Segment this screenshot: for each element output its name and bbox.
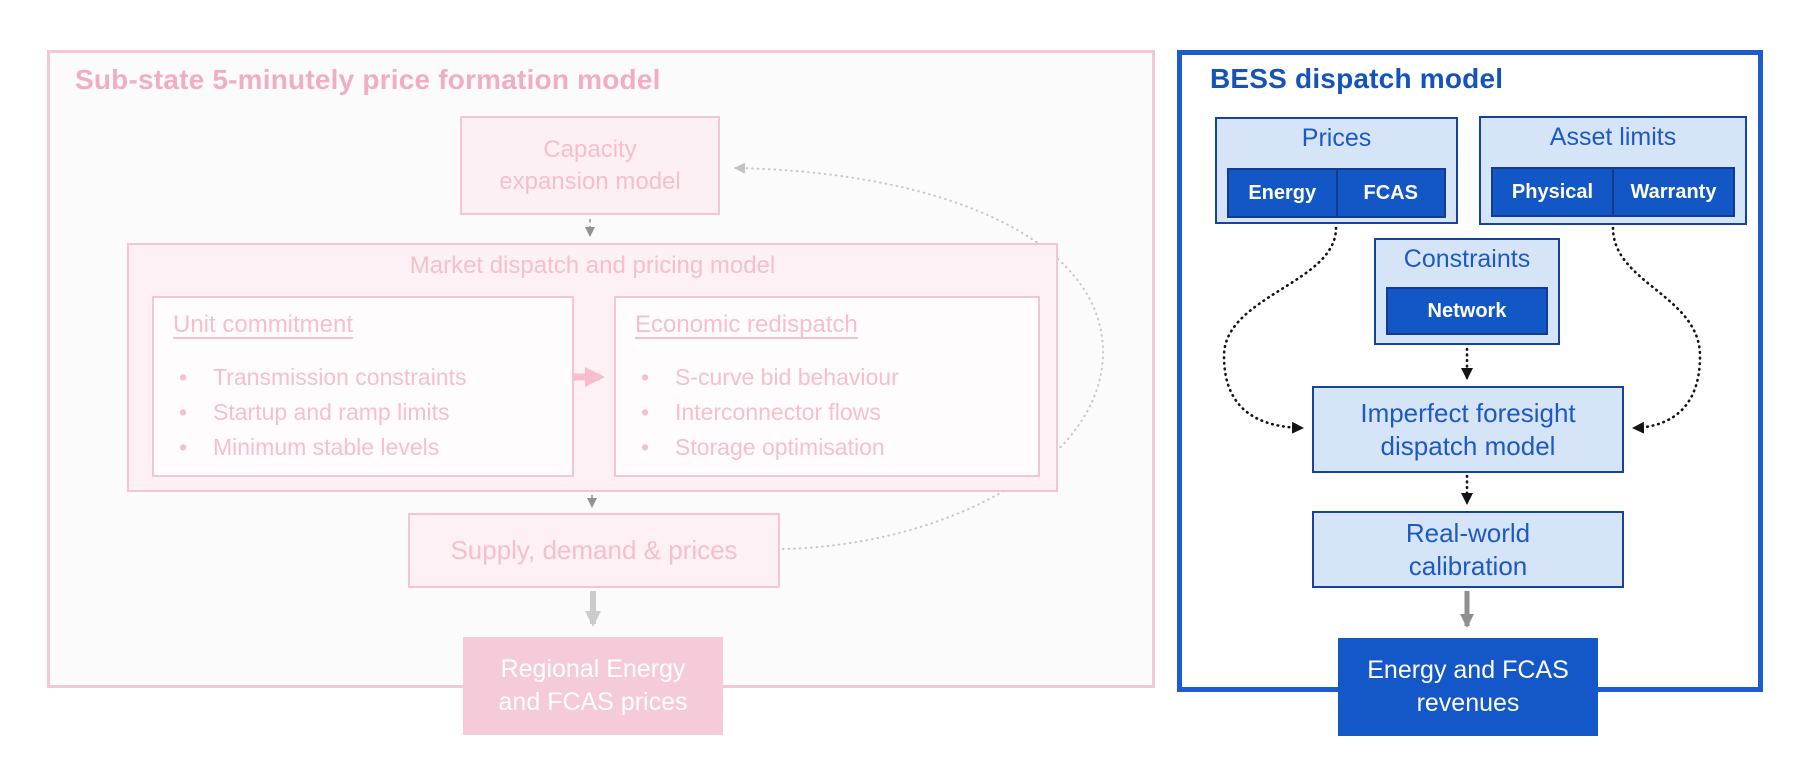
supply-demand-prices-label: Supply, demand & prices	[450, 535, 738, 565]
energy-fcas-revenues-label: revenues	[1416, 689, 1520, 717]
physical-chip: Physical	[1491, 167, 1614, 217]
unit-commitment-bullet: Minimum stable levels	[179, 430, 572, 465]
capacity-expansion-label: Capacity	[543, 135, 637, 163]
feedback-loop-path	[734, 162, 1105, 550]
bullet-icon	[641, 395, 675, 430]
regional-prices-label: Regional Energy	[500, 655, 686, 683]
energy-chip: Energy	[1227, 168, 1338, 218]
economic-redispatch-bullet-list: S-curve bid behaviour Interconnector flo…	[616, 360, 1038, 465]
market-dispatch-box: Market dispatch and pricing model Unit c…	[127, 243, 1058, 492]
unit-commitment-bullet: Startup and ramp limits	[179, 395, 572, 430]
capacity-expansion-label: expansion model	[499, 167, 681, 195]
asset-limits-chip-row: Physical Warranty	[1491, 167, 1735, 217]
unit-commitment-box: Unit commitment Transmission constraints…	[152, 296, 574, 477]
asset-limits-title: Asset limits	[1549, 123, 1677, 151]
economic-redispatch-bullet: S-curve bid behaviour	[641, 360, 1038, 395]
asset-limits-box: Asset limits Physical Warranty	[1479, 116, 1747, 225]
economic-redispatch-box: Economic redispatch S-curve bid behaviou…	[614, 296, 1040, 477]
capacity-expansion-box: Capacity expansion model	[460, 116, 720, 215]
price-formation-panel: Sub-state 5-minutely price formation mod…	[47, 50, 1155, 735]
bullet-icon	[179, 360, 213, 395]
bullet-icon	[179, 395, 213, 430]
unit-commitment-bullet-list: Transmission constraints Startup and ram…	[154, 360, 572, 465]
warranty-chip: Warranty	[1612, 167, 1735, 217]
price-formation-title: Sub-state 5-minutely price formation mod…	[75, 64, 661, 95]
market-dispatch-title: Market dispatch and pricing model	[409, 252, 776, 279]
unit-commitment-bullet: Transmission constraints	[179, 360, 572, 395]
economic-redispatch-title: Economic redispatch	[635, 311, 858, 338]
network-chip: Network	[1386, 287, 1548, 335]
imperfect-foresight-label: dispatch model	[1380, 430, 1556, 461]
economic-redispatch-bullet: Storage optimisation	[641, 430, 1038, 465]
unit-commitment-title: Unit commitment	[173, 311, 354, 338]
real-world-calibration-label: Real-world	[1405, 517, 1531, 548]
feedback-loop-arrow	[734, 162, 1105, 550]
bess-dispatch-title: BESS dispatch model	[1210, 63, 1504, 94]
prices-title: Prices	[1301, 124, 1372, 152]
fcas-chip: FCAS	[1335, 168, 1446, 218]
imperfect-foresight-label: Imperfect foresight	[1360, 397, 1576, 428]
energy-fcas-revenues-box: Energy and FCAS revenues	[1338, 638, 1598, 736]
economic-redispatch-bullet: Interconnector flows	[641, 395, 1038, 430]
bullet-icon	[179, 430, 213, 465]
constraints-box: Constraints Network	[1374, 238, 1560, 345]
supply-demand-prices-box: Supply, demand & prices	[408, 513, 780, 588]
energy-fcas-revenues-label: Energy and FCAS	[1367, 656, 1569, 684]
imperfect-foresight-box: Imperfect foresight dispatch model	[1312, 386, 1624, 473]
real-world-calibration-box: Real-world calibration	[1312, 511, 1624, 588]
constraints-title: Constraints	[1403, 245, 1531, 273]
constraints-chip-row: Network	[1386, 287, 1548, 335]
prices-chip-row: Energy FCAS	[1227, 168, 1446, 218]
bullet-icon	[641, 430, 675, 465]
real-world-calibration-label: calibration	[1408, 550, 1528, 581]
regional-prices-output-box: Regional Energy and FCAS prices	[463, 637, 723, 735]
bess-dispatch-panel: BESS dispatch model Prices Energy FCAS A…	[1177, 50, 1763, 736]
bullet-icon	[641, 360, 675, 395]
prices-box: Prices Energy FCAS	[1215, 117, 1458, 224]
regional-prices-label: and FCAS prices	[498, 688, 688, 716]
